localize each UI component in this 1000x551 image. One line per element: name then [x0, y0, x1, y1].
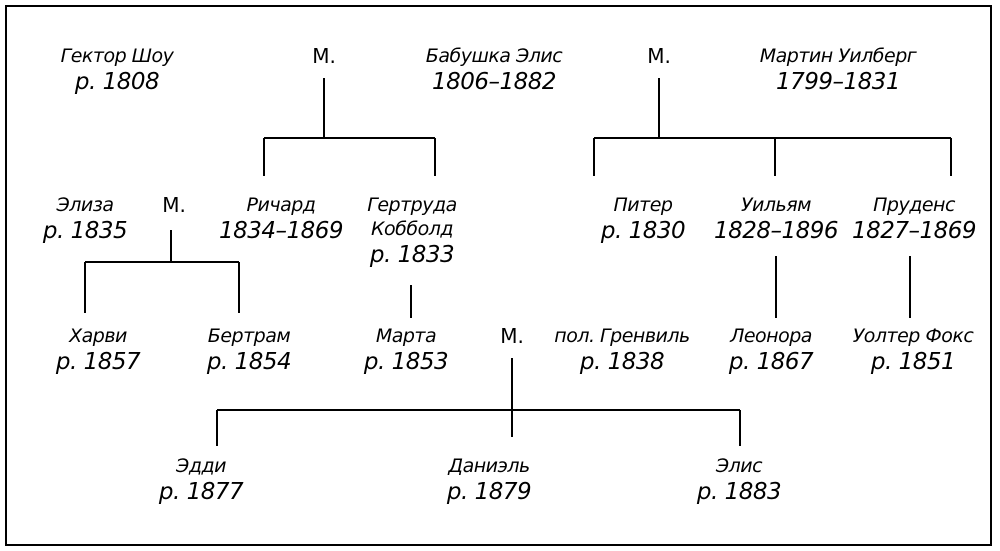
person-dates: р. 1835 [42, 218, 128, 244]
person-grandma-alice: Бабушка Элис 1806–1882 [425, 44, 563, 96]
person-dates: 1799–1831 [775, 69, 901, 95]
person-name: Элиза [56, 194, 114, 216]
person-dates: 1806–1882 [431, 69, 557, 95]
person-col-grenville: пол. Гренвиль р. 1838 [554, 324, 690, 376]
person-daniel: Даниэль р. 1879 [446, 454, 532, 506]
person-harvey: Харви р. 1857 [55, 324, 141, 376]
person-name: Питер [613, 194, 673, 216]
person-dates: р. 1857 [55, 349, 141, 375]
person-gertrude-cobbold: Гертруда Кобболд р. 1833 [367, 193, 457, 269]
marriage-label: М. [647, 44, 671, 68]
person-name: Бабушка Элис [425, 45, 563, 67]
person-dates: р. 1867 [728, 349, 814, 375]
person-dates: р. 1830 [600, 218, 686, 244]
person-dates: 1827–1869 [851, 218, 977, 244]
person-name: Бертрам [207, 325, 291, 347]
marriage-label: М. [162, 193, 186, 217]
person-dates: р. 1838 [579, 349, 665, 375]
person-dates: 1834–1869 [218, 218, 344, 244]
person-eddie: Эдди р. 1877 [158, 454, 244, 506]
person-peter: Питер р. 1830 [600, 193, 686, 245]
person-name: Пруденс [873, 194, 955, 216]
diagram-border [5, 5, 992, 546]
person-name: Мартин Уилберг [759, 45, 917, 67]
person-dates: р. 1877 [158, 479, 244, 505]
person-dates: р. 1883 [696, 479, 782, 505]
person-dates: р. 1808 [74, 69, 160, 95]
person-prudence: Пруденс 1827–1869 [851, 193, 977, 245]
person-name: Ричард [246, 194, 316, 216]
person-name: Эдди [176, 455, 226, 477]
person-dates: р. 1854 [206, 349, 292, 375]
person-martha: Марта р. 1853 [363, 324, 449, 376]
person-walter-fox: Уолтер Фокс р. 1851 [853, 324, 974, 376]
person-surname: Кобболд [371, 218, 453, 240]
marriage-label: М. [312, 44, 336, 68]
person-dates: р. 1879 [446, 479, 532, 505]
person-name: Марта [375, 325, 437, 347]
person-dates: р. 1833 [369, 242, 455, 268]
person-eliza: Элиза р. 1835 [42, 193, 128, 245]
person-name: Уильям [740, 194, 812, 216]
person-dates: р. 1851 [870, 349, 956, 375]
person-name: Харви [69, 325, 127, 347]
person-name: Даниэль [448, 455, 530, 477]
person-alice: Элис р. 1883 [696, 454, 782, 506]
person-name: Элис [715, 455, 763, 477]
person-richard: Ричард 1834–1869 [218, 193, 344, 245]
person-name: Гертруда [367, 194, 457, 216]
person-dates: р. 1853 [363, 349, 449, 375]
person-dates: 1828–1896 [713, 218, 839, 244]
person-leonora: Леонора р. 1867 [728, 324, 814, 376]
person-name: Гектор Шоу [60, 45, 174, 67]
marriage-label: М. [500, 324, 524, 348]
person-name: Уолтер Фокс [852, 325, 974, 347]
person-hector-shaw: Гектор Шоу р. 1808 [61, 44, 174, 96]
person-martin-wilberg: Мартин Уилберг 1799–1831 [760, 44, 917, 96]
person-name: Леонора [730, 325, 812, 347]
person-name: пол. Гренвиль [554, 325, 690, 347]
person-bertram: Бертрам р. 1854 [206, 324, 292, 376]
person-william: Уильям 1828–1896 [713, 193, 839, 245]
